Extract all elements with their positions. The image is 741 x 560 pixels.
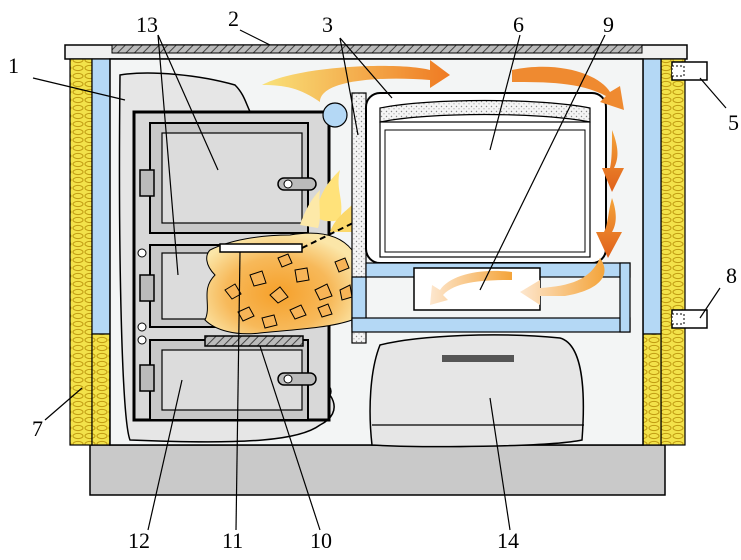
flow-arrow-icon bbox=[602, 130, 624, 192]
stove-base bbox=[89, 444, 666, 496]
callout-13: 13 bbox=[136, 12, 158, 37]
flame-icon bbox=[315, 170, 342, 222]
coal-pieces bbox=[224, 253, 353, 329]
storage-compartment bbox=[369, 334, 585, 448]
callout-7: 7 bbox=[32, 416, 43, 441]
callout-3: 3 bbox=[322, 12, 333, 37]
fire-icon bbox=[204, 232, 353, 335]
callout-1: 1 bbox=[8, 53, 19, 78]
callout-14: 14 bbox=[497, 528, 519, 553]
callout-5: 5 bbox=[728, 110, 739, 135]
callout-11: 11 bbox=[222, 528, 244, 553]
leader-lines bbox=[32, 29, 727, 531]
flow-arrow-icon bbox=[596, 198, 622, 258]
insulation-right bbox=[660, 58, 686, 446]
hinge-icon bbox=[139, 274, 155, 302]
callout-12: 12 bbox=[128, 528, 150, 553]
callout-9: 9 bbox=[603, 12, 614, 37]
water-jacket-right bbox=[642, 58, 662, 335]
insulation-left bbox=[69, 58, 93, 446]
callout-8: 8 bbox=[726, 263, 737, 288]
callout-6: 6 bbox=[513, 12, 524, 37]
callout-2: 2 bbox=[228, 6, 239, 31]
flow-arrow-icon bbox=[262, 60, 450, 102]
pipe-icon bbox=[322, 102, 348, 128]
hinge-icon bbox=[139, 364, 155, 392]
water-jacket-left bbox=[91, 58, 111, 335]
lower-grate bbox=[204, 335, 304, 347]
flow-arrow-icon bbox=[512, 66, 624, 110]
hob-plate bbox=[111, 44, 643, 54]
flow-arrow-icon bbox=[430, 270, 512, 305]
storage-handle bbox=[442, 355, 514, 362]
callout-10: 10 bbox=[310, 528, 332, 553]
flow-arrow-icon bbox=[520, 258, 605, 305]
upper-grate bbox=[219, 221, 356, 253]
hinge-icon bbox=[139, 169, 155, 197]
